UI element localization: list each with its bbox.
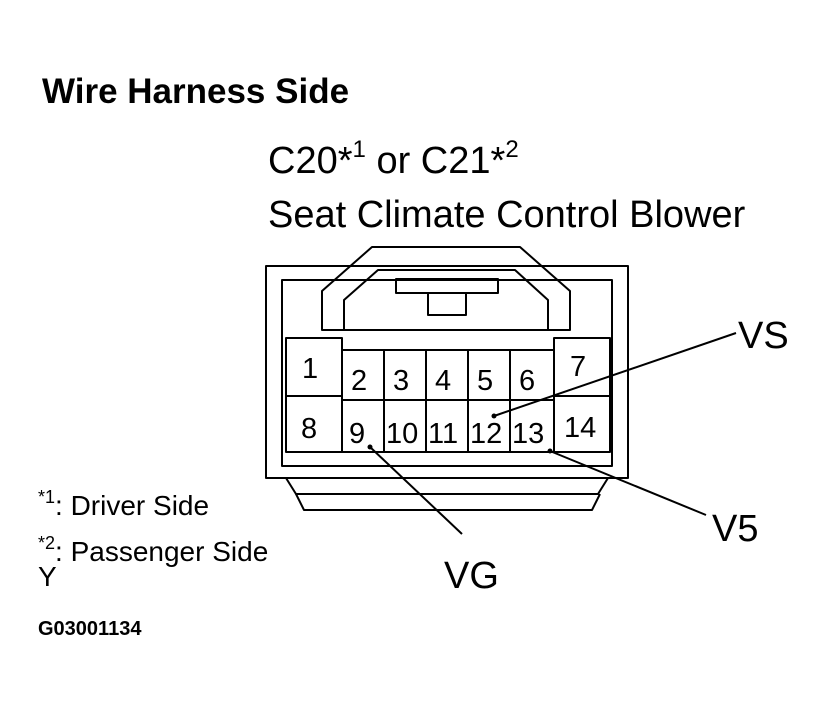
connector-lock-tab: [321, 246, 571, 331]
pin-11: 11: [428, 418, 458, 450]
pin-4: 4: [435, 365, 451, 397]
note-driver-side: *1: Driver Side: [38, 488, 210, 521]
connector-mark-b: *: [490, 140, 506, 182]
connector-id: C20*1 or C21*2: [268, 138, 519, 182]
connector-lock-notch: [427, 292, 467, 316]
pin-2: 2: [351, 365, 367, 397]
connector-id-b: C21: [420, 140, 491, 182]
note1-num: 1: [45, 487, 56, 507]
pin-9: 9: [349, 418, 365, 450]
note2-num: 2: [45, 533, 56, 553]
leader-vs-dot: [491, 413, 497, 419]
leader-vg: [369, 446, 463, 535]
pin-10: 10: [386, 418, 418, 450]
connector-bottom-ledge: [285, 477, 609, 495]
note-passenger-side: *2: Passenger Side: [38, 534, 269, 567]
signal-v5: V5: [712, 508, 758, 550]
connector-sup-b: 2: [505, 136, 519, 163]
leader-vs: [493, 332, 737, 417]
connector-sup-a: 1: [352, 136, 366, 163]
signal-vs: VS: [738, 315, 789, 357]
stray-character: Y: [38, 561, 57, 592]
note2-text: : Passenger Side: [55, 536, 269, 567]
connector-bottom-ledge-lower: [295, 493, 601, 511]
leader-v5: [549, 450, 707, 516]
pin-3: 3: [393, 365, 409, 397]
note2-mark: *: [38, 533, 46, 553]
connector-id-a: C20: [268, 140, 338, 182]
pin-8: 8: [301, 413, 317, 445]
figure-code: G03001134: [38, 618, 142, 640]
connector-or: or: [376, 140, 411, 182]
pin-5: 5: [477, 365, 493, 397]
connector-name: Seat Climate Control Blower: [268, 194, 746, 236]
pin-12: 12: [470, 418, 502, 450]
connector-lock-inner: [395, 278, 499, 294]
pin-7: 7: [570, 351, 586, 383]
pin-14: 14: [564, 412, 596, 444]
note1-text: : Driver Side: [55, 490, 210, 521]
leader-v5-dot: [547, 448, 553, 454]
leader-vg-dot: [367, 444, 373, 450]
connector-inner-frame: [281, 279, 613, 467]
figure-title: Wire Harness Side: [42, 72, 350, 111]
signal-vg: VG: [444, 555, 499, 597]
connector-mark-a: *: [337, 140, 353, 182]
pin-1: 1: [302, 353, 318, 385]
pin-6: 6: [519, 365, 535, 397]
note1-mark: *: [38, 487, 46, 507]
pin-13: 13: [512, 418, 544, 450]
connector-housing: [265, 265, 629, 479]
